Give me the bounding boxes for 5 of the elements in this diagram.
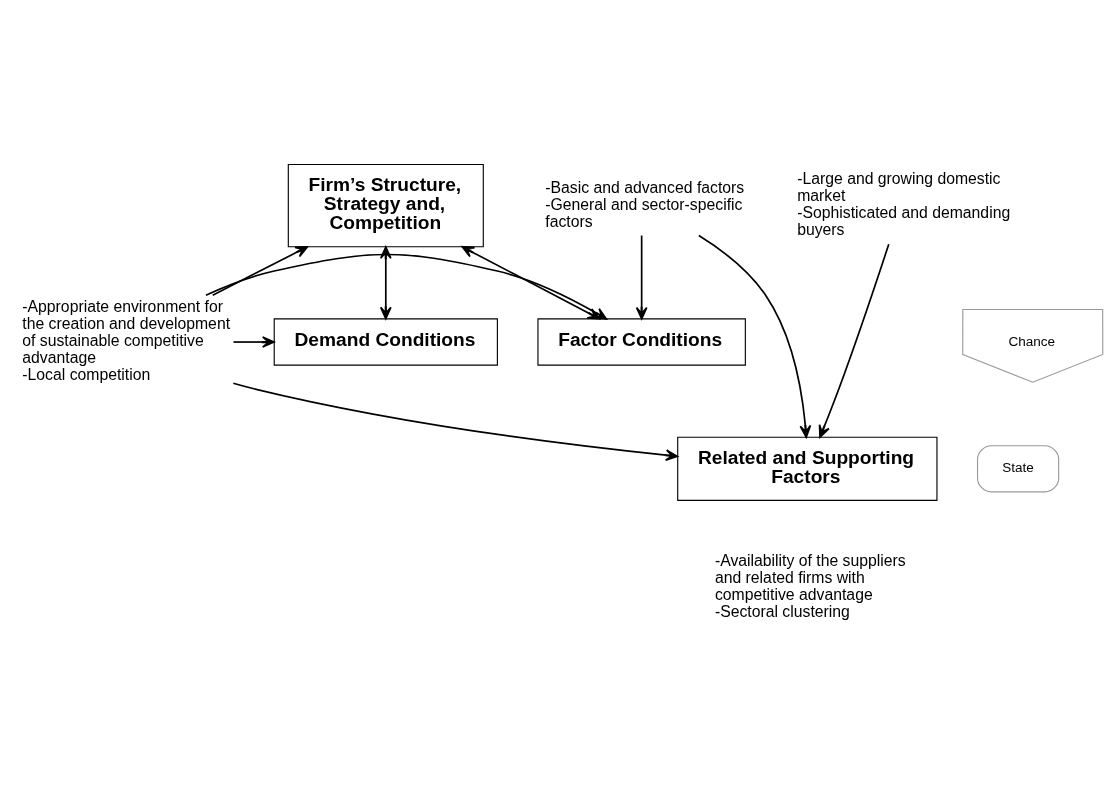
node-text: -Large and growing domestic market -Sophisticated and demanding buyers [797, 169, 1011, 238]
node-label: -Availability of the suppliers and related firms with competitive advantage [714, 551, 906, 603]
node-label: -Sectoral clustering [714, 602, 850, 620]
node-text: -Appropriate environment for the creation and development of sustainable competitive advantage -Local competition [22, 297, 231, 383]
node-text: -Basic and advanced factors -General and sector-specific factors [545, 178, 745, 230]
